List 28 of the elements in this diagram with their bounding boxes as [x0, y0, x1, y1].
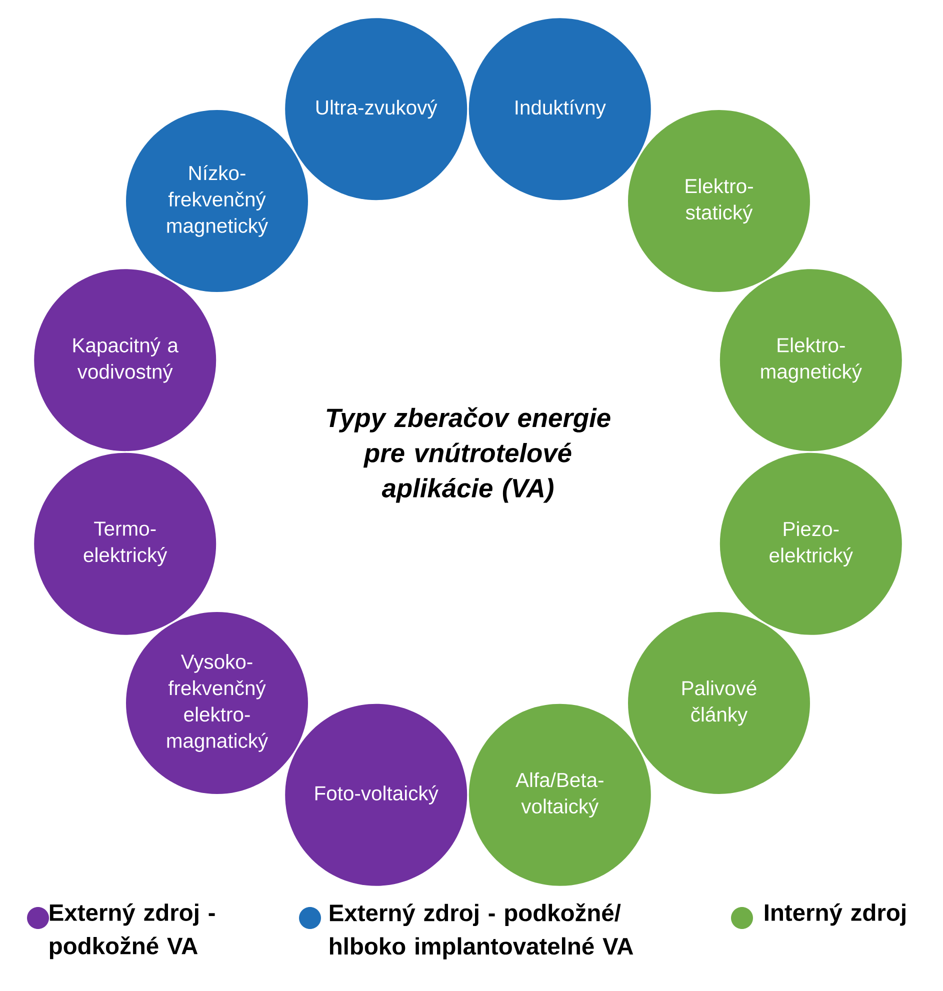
circle — [285, 704, 468, 886]
circle-label: Alfa/Beta-voltaický — [516, 772, 604, 818]
circle — [468, 18, 651, 200]
circle — [628, 612, 810, 794]
circle-label: Elektro-statický — [686, 178, 753, 224]
center-title: Typy zberačov energie pre vnútrotelové aplikácie (VA) — [326, 407, 610, 503]
circle-label: Induktívny — [516, 100, 606, 119]
circle-label: Palivové články — [682, 680, 756, 726]
circle — [720, 269, 902, 452]
circle-label: Kapacitný a vodivostný — [73, 337, 178, 383]
circle — [34, 452, 216, 635]
circle — [468, 704, 651, 886]
legend-text: Interný zdroj — [764, 903, 906, 926]
circle — [720, 452, 902, 635]
circle-label: Termo-elektrický — [84, 522, 168, 566]
circle-label: Vysoko-frekvenčný elektro-magnatický — [167, 654, 268, 752]
circle-label: Piezo-elektrický — [770, 521, 853, 566]
circle — [285, 18, 468, 200]
circle-label: Foto-voltaický — [315, 785, 438, 804]
legend-text: Externý zdroj - podkožné VA — [50, 903, 215, 960]
circle-label: Nízko-frekvenčný magnetický — [167, 165, 268, 237]
circle-label: Ultra-zvukový — [316, 100, 438, 119]
circle — [126, 110, 308, 292]
circle — [628, 110, 810, 292]
legend-text: Externý zdroj - podkožné/ hlboko implantovatelné VA — [330, 903, 634, 960]
circle — [34, 269, 216, 452]
circle — [126, 612, 308, 794]
circle-label: Elektro-magnetický — [761, 338, 862, 383]
